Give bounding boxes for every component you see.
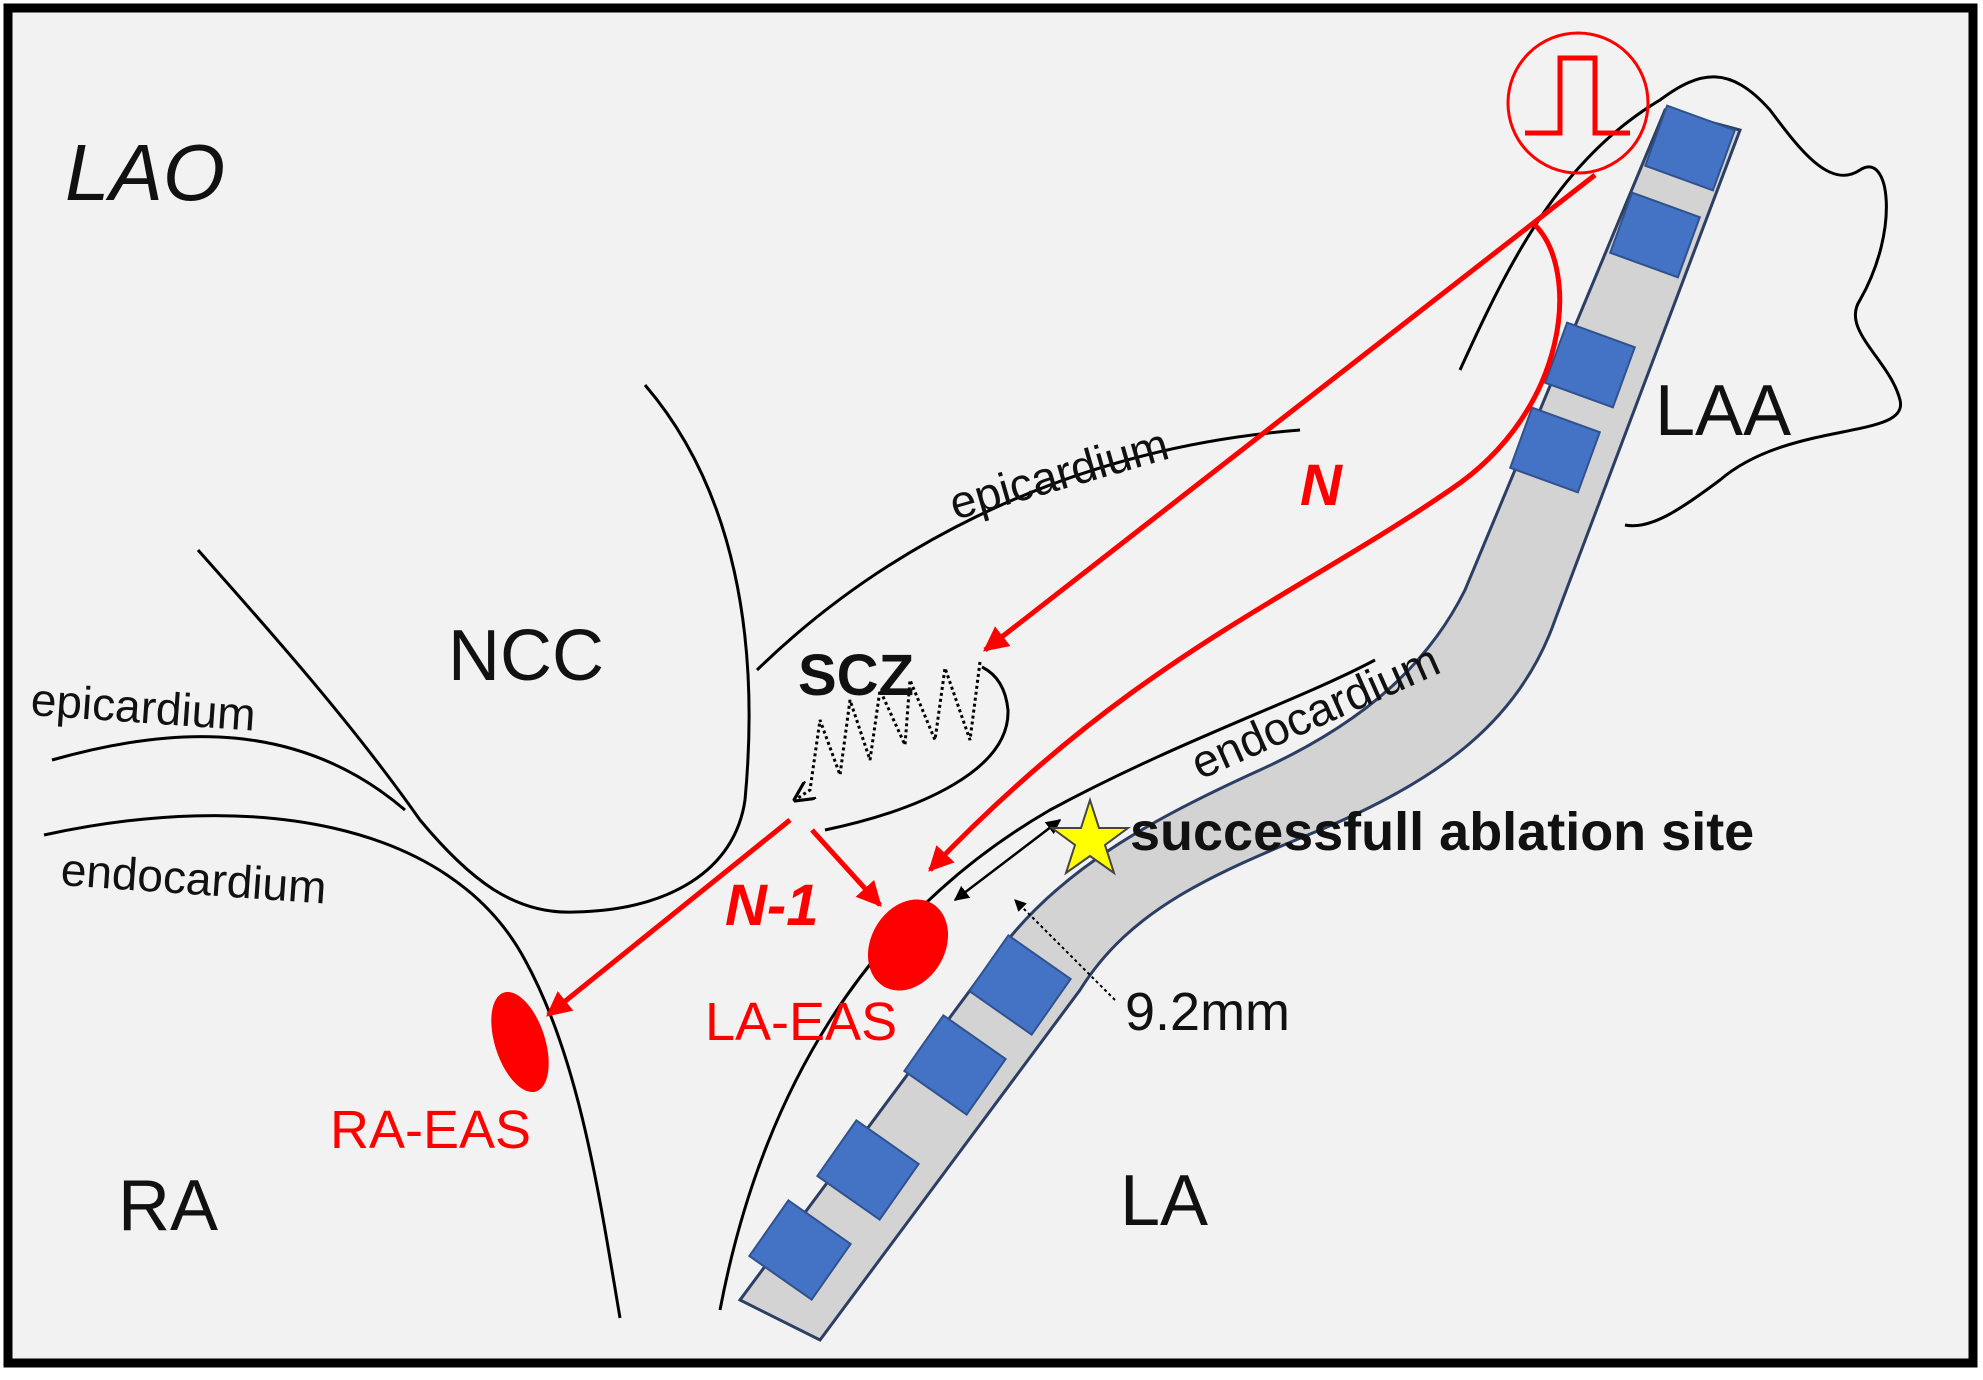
laa-outline — [1458, 75, 1902, 528]
distance-label: 9.2mm — [1125, 982, 1290, 1042]
conduction-paths — [546, 173, 1597, 1017]
electrode-8 — [747, 1198, 853, 1302]
ra-label: RA — [118, 1166, 218, 1246]
distance-arrow — [953, 819, 1062, 901]
la-eas-arrow-line — [810, 828, 882, 907]
ablation-site-label: successfull ablation site — [1130, 802, 1754, 862]
scz-loop-outline — [824, 665, 1010, 832]
electrode-2 — [1608, 191, 1702, 279]
la-eas-site — [867, 899, 949, 991]
la-label: LA — [1120, 1161, 1208, 1241]
top-epicardium-outline — [755, 428, 1301, 672]
n-label: N — [1300, 453, 1343, 518]
electrode-7 — [815, 1118, 921, 1222]
catheter-body — [737, 108, 1742, 1342]
left-epicardium-outline — [51, 735, 406, 812]
left-endocardium-outline — [43, 814, 622, 1319]
electrode-3 — [1543, 321, 1637, 409]
laa-label: LAA — [1655, 371, 1791, 451]
catheter-electrodes — [747, 104, 1737, 1302]
n-arrow-line — [983, 173, 1597, 652]
star-icon — [1048, 796, 1132, 876]
n-minus-1-label: N-1 — [725, 873, 818, 938]
square-pulse-icon — [1506, 31, 1650, 175]
electrode-5 — [967, 933, 1073, 1037]
ncc-cusp-outline — [196, 384, 751, 914]
outer-loop-path — [928, 223, 1563, 872]
ra-eas-arrow-line — [546, 818, 792, 1017]
ncc-label: NCC — [448, 616, 604, 696]
view-label: LAO — [65, 128, 225, 217]
ra-eas-site — [491, 991, 549, 1093]
electrode-4 — [1508, 406, 1602, 494]
electrode-6 — [902, 1013, 1008, 1117]
electrode-1 — [1643, 104, 1737, 192]
scz-zigzag — [795, 661, 982, 800]
scz-label: SCZ — [798, 643, 914, 708]
la-eas-label: LA-EAS — [705, 992, 897, 1052]
ra-eas-label: RA-EAS — [330, 1100, 531, 1160]
